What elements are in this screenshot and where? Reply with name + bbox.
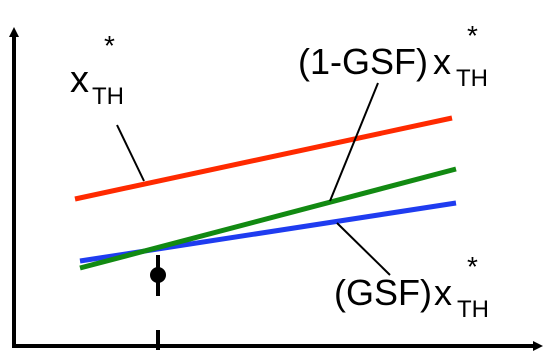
gsf-label-base: x	[434, 272, 452, 313]
threshold-label: x TH *	[70, 30, 128, 110]
threshold-label-pointer	[116, 124, 145, 182]
gsf-label-sub: TH	[457, 296, 489, 323]
threshold-label-sub: TH	[92, 83, 124, 110]
gsf-label: (GSF) x TH *	[334, 251, 493, 323]
one-minus-gsf-line	[79, 166, 457, 271]
threshold-line	[74, 115, 453, 202]
one-minus-gsf-label-pointer	[329, 82, 379, 202]
gsf-label-pointer	[336, 222, 391, 276]
threshold-label-base: x	[70, 59, 89, 101]
gsf-label-prefix: (GSF)	[334, 272, 432, 313]
one-minus-gsf-label-sub: TH	[456, 65, 488, 92]
threshold-label-sup: *	[104, 30, 115, 61]
one-minus-gsf-label-base: x	[433, 41, 451, 82]
data-point	[150, 267, 166, 283]
gsf-label-sup: *	[467, 251, 478, 282]
one-minus-gsf-label: (1-GSF) x TH *	[298, 20, 492, 92]
one-minus-gsf-label-sup: *	[467, 20, 478, 51]
one-minus-gsf-label-prefix: (1-GSF)	[298, 41, 428, 82]
